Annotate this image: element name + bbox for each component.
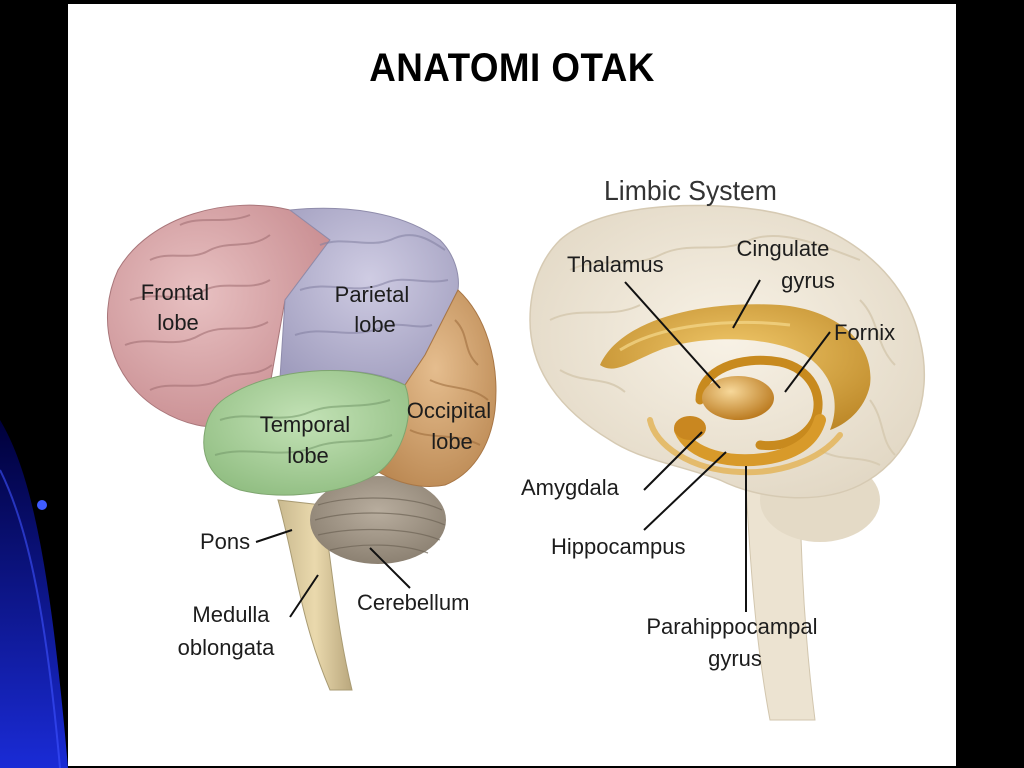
cerebellum-shape [310, 476, 446, 564]
page-title: ANATOMI OTAK [369, 46, 655, 90]
leader-hippocampus [643, 451, 727, 531]
leader-amygdala [643, 431, 703, 491]
label-cingulate-gyrus: Cingulate gyrus [736, 236, 835, 293]
label-frontal-lobe: Frontal lobe [141, 280, 216, 335]
label-parahippocampal-gyrus: Parahippocampal gyrus [646, 614, 823, 671]
fornix-shape [695, 355, 823, 451]
left-brain: Frontal lobe Parietal lobe Temporal lobe… [107, 204, 497, 691]
decor-dot [37, 500, 47, 510]
cingulate-gyrus-shape [600, 304, 871, 430]
label-cerebellum: Cerebellum [357, 590, 470, 615]
brain-stem [277, 499, 353, 691]
leader-cerebellum [369, 547, 411, 589]
label-fornix: Fornix [834, 320, 895, 345]
label-hippocampus: Hippocampus [551, 534, 686, 559]
label-parietal-lobe: Parietal lobe [335, 282, 416, 337]
parahippocampal-shape [647, 417, 843, 476]
limbic-cerebrum [529, 204, 926, 499]
label-pons: Pons [200, 529, 250, 554]
label-medulla-oblongata: Medulla oblongata [178, 602, 276, 660]
right-brain: Thalamus Cingulate gyrus Fornix Amygdala… [521, 204, 926, 721]
thalamus-shape [702, 376, 774, 420]
hippocampus-shape [674, 414, 826, 467]
temporal-lobe-shape [203, 370, 410, 496]
leader-thalamus [624, 281, 721, 389]
label-amygdala: Amygdala [521, 475, 620, 500]
limbic-system-title: Limbic System [604, 175, 777, 206]
label-temporal-lobe: Temporal lobe [260, 412, 357, 468]
leader-cingulate [732, 279, 761, 329]
leader-fornix [784, 331, 831, 393]
leader-pons [255, 529, 293, 543]
leader-medulla [289, 574, 319, 618]
label-occipital-lobe: Occipital lobe [407, 398, 497, 454]
label-thalamus: Thalamus [567, 252, 664, 277]
amygdala-shape [674, 416, 706, 440]
